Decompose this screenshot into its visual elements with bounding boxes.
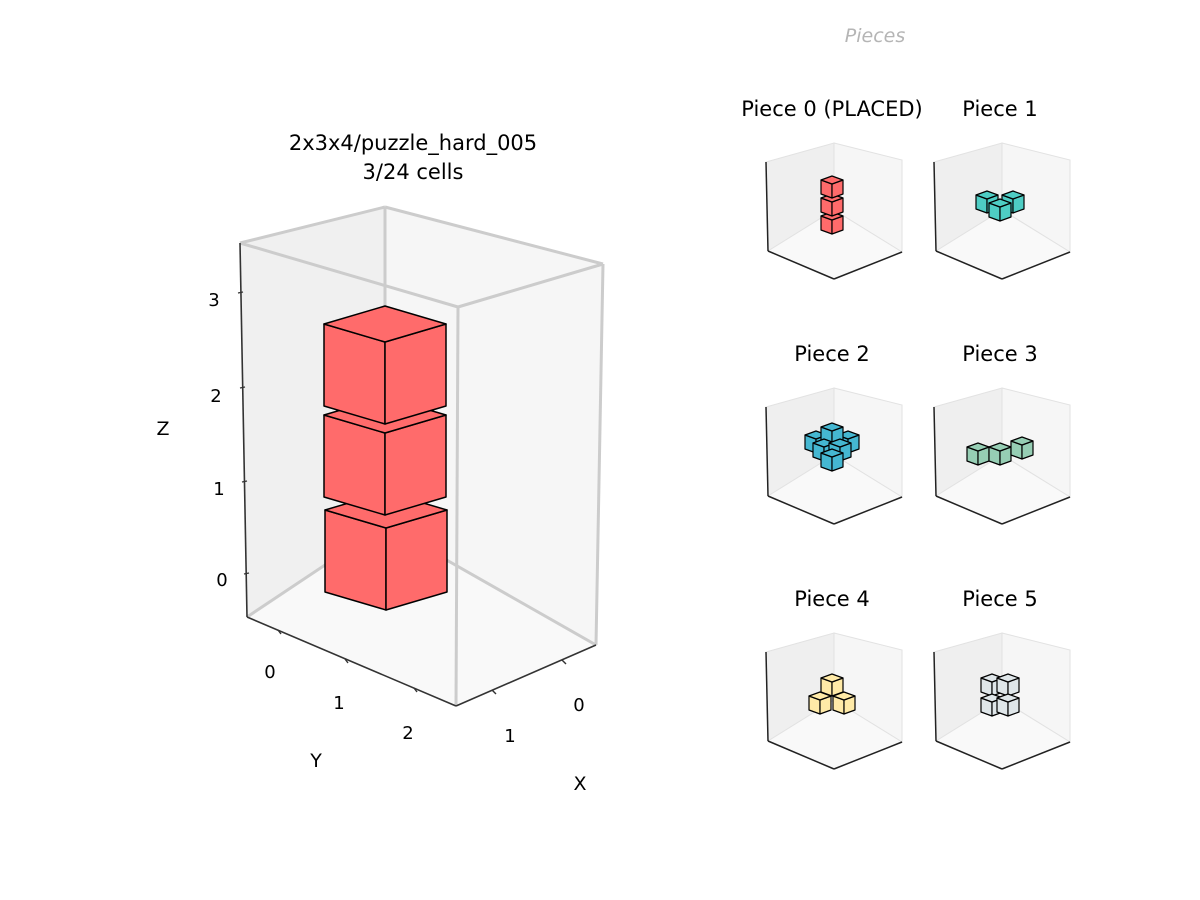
x-tick-1: 1 bbox=[504, 726, 515, 747]
thumb-axis-line bbox=[935, 740, 1003, 770]
y-tick-0: 0 bbox=[264, 662, 275, 683]
cube-top-face bbox=[832, 691, 856, 701]
main-subtitle: 3/24 cells bbox=[363, 160, 464, 184]
piece-label: Piece 1 bbox=[962, 97, 1037, 121]
cube-top-face bbox=[323, 305, 447, 343]
thumb-axis-line bbox=[935, 495, 1003, 525]
axis-ticks bbox=[237, 291, 567, 695]
y-tick-2: 2 bbox=[402, 723, 413, 744]
thumb-axis-line bbox=[765, 406, 769, 497]
piece-label: Piece 0 (PLACED) bbox=[741, 97, 922, 121]
piece-cubes bbox=[820, 175, 844, 235]
cube-top-face bbox=[988, 198, 1012, 208]
cube-top-face bbox=[975, 190, 999, 200]
cube bbox=[966, 442, 990, 466]
piece-label: Piece 5 bbox=[962, 587, 1037, 611]
cube bbox=[988, 442, 1012, 466]
thumb-axis-line bbox=[767, 495, 835, 525]
cube bbox=[820, 448, 844, 472]
cube bbox=[323, 305, 447, 425]
cube bbox=[996, 673, 1020, 697]
thumb-axis-line bbox=[1001, 251, 1071, 280]
cube-top-face bbox=[820, 448, 844, 458]
cube bbox=[988, 198, 1012, 222]
cube-top-face bbox=[1001, 190, 1025, 200]
x-axis-line bbox=[455, 644, 597, 707]
thumb-axis-line bbox=[1001, 741, 1071, 770]
y-axis-line bbox=[246, 616, 457, 707]
piece-label: Piece 3 bbox=[962, 342, 1037, 366]
z-tick-0: 0 bbox=[216, 570, 227, 591]
thumb-axis-line bbox=[765, 161, 769, 252]
piece-thumbnail-0[interactable]: Piece 0 (PLACED) bbox=[741, 97, 923, 280]
cube bbox=[808, 691, 832, 715]
thumb-axis-line bbox=[765, 651, 769, 742]
cube-top-face bbox=[820, 422, 844, 432]
z-axis-line bbox=[239, 242, 248, 618]
cube bbox=[820, 175, 844, 199]
piece-cubes bbox=[966, 436, 1034, 466]
cube-top-face bbox=[820, 175, 844, 185]
piece-thumbnail-1[interactable]: Piece 1 bbox=[933, 97, 1072, 280]
piece-thumbnail-4[interactable]: Piece 4 bbox=[765, 587, 904, 770]
main-title: 2x3x4/puzzle_hard_005 bbox=[289, 131, 537, 156]
piece-thumbnail-5[interactable]: Piece 5 bbox=[933, 587, 1072, 770]
z-tick-3: 3 bbox=[208, 290, 219, 311]
thumb-axis-line bbox=[833, 496, 903, 525]
cube bbox=[832, 691, 856, 715]
thumb-axis-line bbox=[767, 250, 835, 280]
thumb-axis-line bbox=[833, 741, 903, 770]
pieces-grid: Piece 0 (PLACED) Piece 1 Piece 2 Piece 3 Pie… bbox=[741, 97, 1072, 770]
thumb-axis-line bbox=[933, 161, 937, 252]
thumb-axis-line bbox=[933, 406, 937, 497]
thumb-axis-line bbox=[833, 251, 903, 280]
piece-cubes bbox=[975, 190, 1025, 222]
piece-cubes bbox=[804, 422, 860, 472]
axis-lines bbox=[239, 242, 597, 707]
placed-cubes bbox=[323, 305, 448, 611]
cube-top-face bbox=[996, 673, 1020, 683]
thumb-axis-line bbox=[933, 651, 937, 742]
cube bbox=[1010, 436, 1034, 460]
cube-top-face bbox=[996, 693, 1020, 703]
cube bbox=[820, 673, 844, 697]
x-axis-label: X bbox=[573, 773, 586, 795]
piece-label: Piece 4 bbox=[794, 587, 869, 611]
thumb-axis-line bbox=[767, 740, 835, 770]
cube bbox=[996, 693, 1020, 717]
cube-top-face bbox=[820, 673, 844, 683]
piece-thumbnail-2[interactable]: Piece 2 bbox=[765, 342, 904, 525]
piece-thumbnail-3[interactable]: Piece 3 bbox=[933, 342, 1072, 525]
cube-top-face bbox=[828, 438, 852, 448]
bounding-box-front-edges bbox=[239, 241, 605, 707]
cube-top-face bbox=[1010, 436, 1034, 446]
piece-label: Piece 2 bbox=[794, 342, 869, 366]
z-axis-label: Z bbox=[156, 418, 169, 440]
z-tick-1: 1 bbox=[213, 479, 224, 500]
piece-cubes bbox=[808, 673, 856, 715]
cube-top-face bbox=[808, 691, 832, 701]
pieces-panel-title: Pieces bbox=[845, 25, 906, 47]
z-tick-2: 2 bbox=[210, 386, 221, 407]
x-tick-0: 0 bbox=[573, 695, 584, 716]
thumb-axis-line bbox=[1001, 496, 1071, 525]
main-3d-axes[interactable]: 2x3x4/puzzle_hard_005 3/24 cells bbox=[156, 131, 605, 795]
piece-cubes bbox=[980, 673, 1020, 717]
y-axis-label: Y bbox=[309, 750, 322, 772]
y-tick-1: 1 bbox=[333, 693, 344, 714]
thumb-axis-line bbox=[935, 250, 1003, 280]
